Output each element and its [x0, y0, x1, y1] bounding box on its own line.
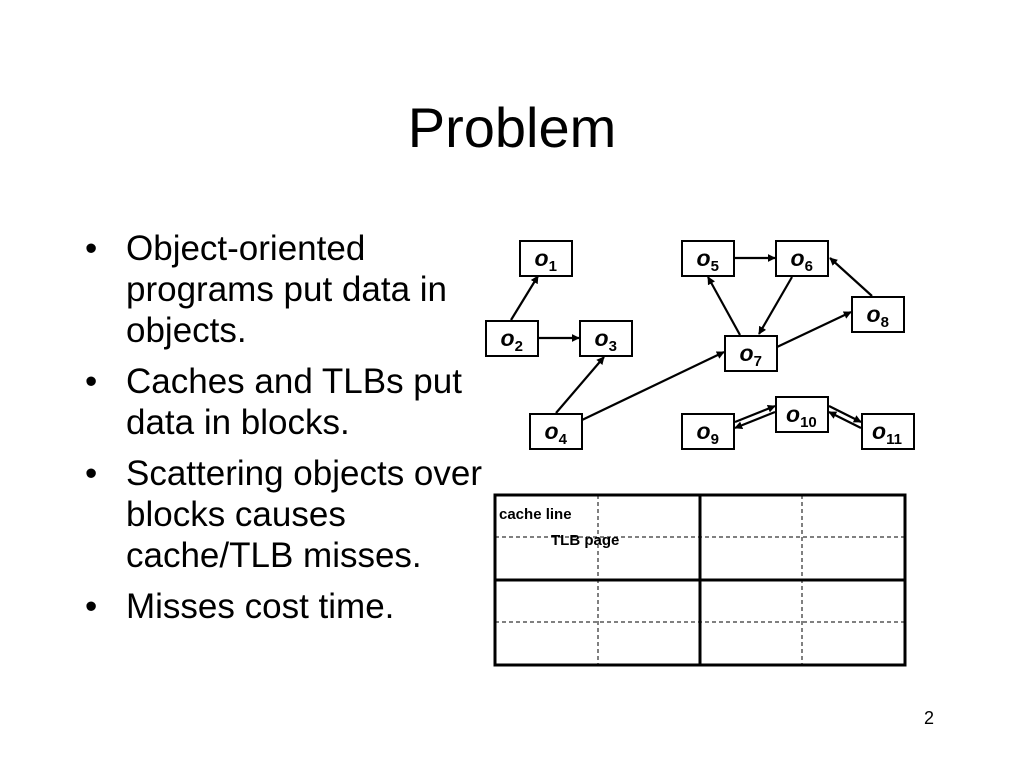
node-o2: o2: [485, 320, 539, 357]
edge-o4-to-o7: [581, 351, 725, 421]
node-o5: o5: [681, 240, 735, 277]
bullet-text: Caches and TLBs put data in blocks.: [126, 362, 462, 442]
edge-o2-to-o1: [510, 275, 539, 321]
node-label: o3: [595, 325, 617, 355]
edge-o4-to-o3: [555, 356, 605, 414]
bullet-marker: •: [85, 229, 98, 268]
edge-o8-to-o6: [829, 257, 873, 297]
page-number: 2: [924, 708, 935, 728]
bullet-text: Object-oriented programs put data in obj…: [126, 229, 448, 350]
edge-o7-to-o8: [776, 311, 852, 348]
slide-title: Problem: [407, 96, 617, 159]
node-label: o6: [791, 245, 813, 275]
bullet-text: Misses cost time.: [126, 587, 395, 626]
tlb-page-label: TLB page: [551, 532, 619, 549]
bullet-marker: •: [85, 362, 98, 401]
node-o7: o7: [724, 335, 778, 372]
node-o10: o10: [775, 396, 829, 433]
node-box: [851, 296, 905, 333]
node-o11: o11: [861, 413, 915, 450]
node-box: [681, 413, 735, 450]
bullet-item: • Scattering objects over blocks causes c…: [85, 453, 485, 576]
node-box: [775, 396, 829, 433]
node-label: o9: [697, 418, 719, 448]
node-label: o10: [786, 401, 817, 431]
bullet-item: • Misses cost time.: [85, 586, 485, 627]
bullet-marker: •: [85, 587, 98, 626]
node-box: [579, 320, 633, 357]
node-label: o7: [740, 340, 762, 370]
bullet-marker: •: [85, 454, 98, 493]
edge-o10-to-o11: [828, 405, 862, 423]
node-label: o1: [535, 245, 557, 275]
node-label: o11: [872, 418, 902, 448]
node-label: o2: [501, 325, 523, 355]
node-label: o4: [545, 418, 568, 448]
memory-block-grid: cache line TLB page: [493, 493, 907, 667]
node-o4: o4: [529, 413, 583, 450]
graph-nodes: o1 o2 o3 o4 o5 o6 o7 o8 o9 o10 o11: [485, 240, 915, 450]
cache-line-label: cache line: [499, 506, 572, 523]
node-o8: o8: [851, 296, 905, 333]
node-box: [519, 240, 573, 277]
node-box: [861, 413, 915, 450]
bullet-item: • Object-oriented programs put data in ob…: [85, 228, 485, 351]
node-label: o5: [697, 245, 719, 275]
bullet-text: Scattering objects over blocks causes ca…: [126, 454, 483, 575]
node-o1: o1: [519, 240, 573, 277]
node-o3: o3: [579, 320, 633, 357]
bullet-item: • Caches and TLBs put data in blocks.: [85, 361, 485, 443]
node-box: [724, 335, 778, 372]
edge-o7-to-o5: [707, 276, 741, 336]
node-o9: o9: [681, 413, 735, 450]
node-o6: o6: [775, 240, 829, 277]
edge-o6-to-o7: [758, 276, 793, 335]
edge-o11-to-o10: [828, 411, 862, 429]
edge-o9-to-o10: [734, 404, 776, 424]
bullet-list: • Object-oriented programs put data in ob…: [85, 228, 485, 637]
node-box: [775, 240, 829, 277]
graph-edges: [510, 254, 873, 430]
node-box: [681, 240, 735, 277]
edge-o10-to-o9: [734, 410, 776, 430]
node-box: [485, 320, 539, 357]
node-label: o8: [867, 301, 889, 331]
node-box: [529, 413, 583, 450]
